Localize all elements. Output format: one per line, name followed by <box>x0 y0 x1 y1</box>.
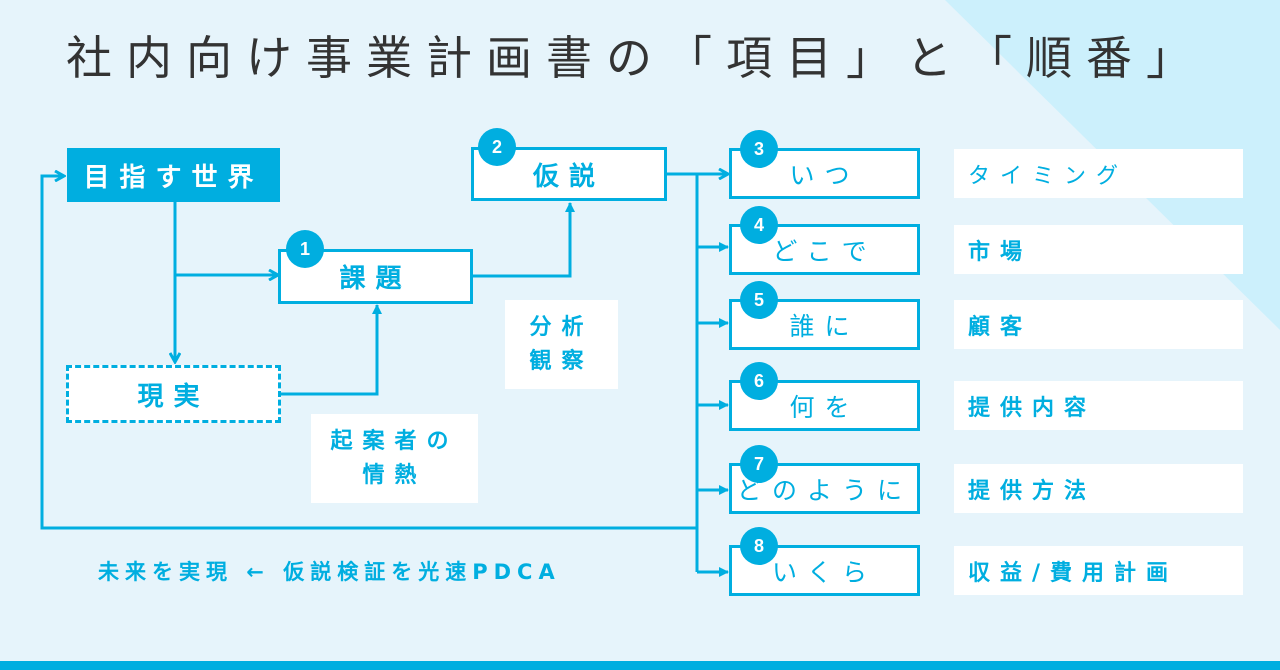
item-detail-label: 提供内容 <box>968 395 1097 421</box>
item-number-badge: 5 <box>740 281 778 319</box>
item-label: いくら <box>771 557 877 587</box>
goal-box: 目指す世界 <box>67 148 280 202</box>
item-detail-label: 提供方法 <box>968 478 1097 504</box>
item-number: 7 <box>753 453 764 474</box>
reality-label: 現実 <box>137 381 210 412</box>
item-label: 何を <box>789 392 860 422</box>
footer-caption: 未来を実現 ← 仮説検証を光速PDCA <box>98 560 561 584</box>
passion-note-line1: 起案者の <box>330 428 459 454</box>
hypothesis-number-badge: 2 <box>478 128 516 166</box>
item-detail: 顧客 <box>954 300 1243 349</box>
item-detail-label: タイミング <box>968 163 1129 189</box>
item-detail: 収益/費用計画 <box>954 546 1243 595</box>
item-detail: 提供内容 <box>954 381 1243 430</box>
passion-note: 起案者の 情熱 <box>311 414 478 503</box>
item-detail-label: 収益/費用計画 <box>968 560 1179 586</box>
analysis-note-line2: 観察 <box>529 348 594 374</box>
item-label: いつ <box>789 160 860 190</box>
feedback-loop-line <box>40 176 697 530</box>
item-number-badge: 7 <box>740 445 778 483</box>
passion-note-line2: 情熱 <box>362 462 427 488</box>
item-number-badge: 6 <box>740 362 778 400</box>
item-number-badge: 8 <box>740 527 778 565</box>
hypothesis-number: 2 <box>491 136 502 157</box>
item-number: 6 <box>753 370 764 391</box>
item-number: 4 <box>753 214 764 235</box>
reality-box: 現実 <box>66 365 281 423</box>
item-label: どこで <box>772 236 877 266</box>
issue-label: 課題 <box>339 264 412 294</box>
analysis-note: 分析 観察 <box>505 300 618 389</box>
item-label: 誰に <box>789 311 860 341</box>
goal-label: 目指す世界 <box>83 162 264 193</box>
reality-to-issue-line <box>280 304 382 396</box>
item-number-badge: 4 <box>740 206 778 244</box>
issue-number-badge: 1 <box>286 230 324 268</box>
bottom-bar <box>0 661 1280 670</box>
hypothesis-label: 仮説 <box>532 161 605 192</box>
hypothesis-box: 仮説 <box>471 147 667 201</box>
item-number: 3 <box>753 138 764 159</box>
item-detail: 市場 <box>954 225 1243 274</box>
item-number: 8 <box>753 535 764 556</box>
item-detail-label: 顧客 <box>968 314 1033 340</box>
page-title: 社内向け事業計画書の「項目」と「順番」 <box>66 31 1206 85</box>
issue-number: 1 <box>299 238 310 259</box>
item-detail: 提供方法 <box>954 464 1243 513</box>
item-detail: タイミング <box>954 149 1243 198</box>
item-number-badge: 3 <box>740 130 778 168</box>
issue-to-hypothesis-line <box>472 202 575 278</box>
item-detail-label: 市場 <box>968 239 1033 265</box>
item-number: 5 <box>753 289 764 310</box>
analysis-note-line1: 分析 <box>529 314 594 340</box>
